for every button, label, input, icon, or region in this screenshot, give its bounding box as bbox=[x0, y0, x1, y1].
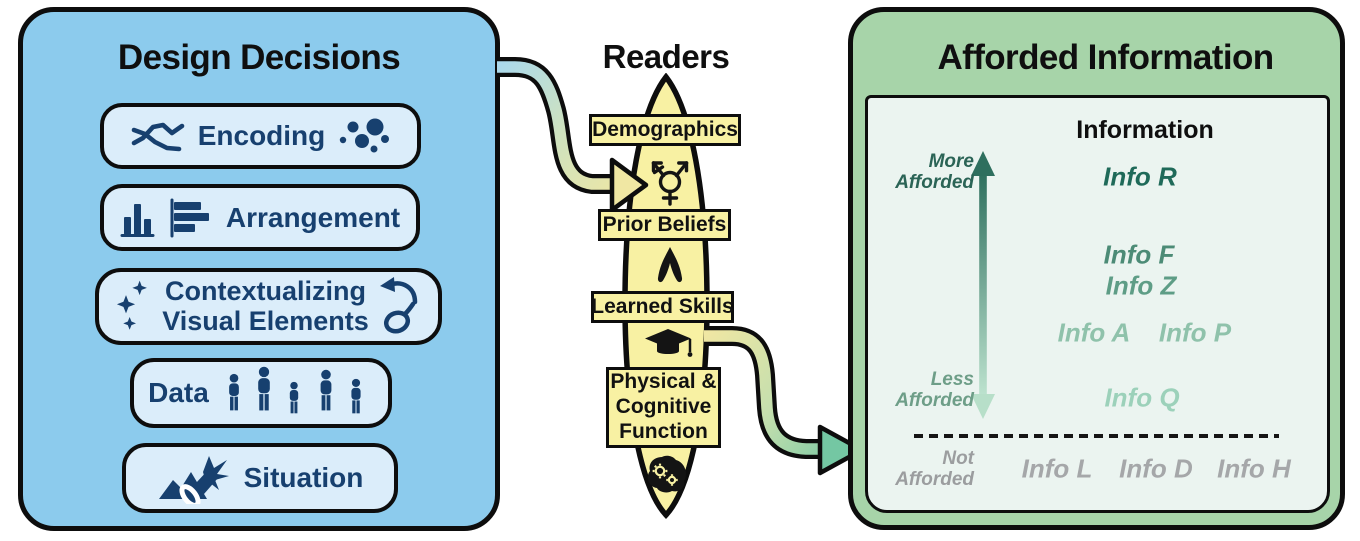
more-afforded-line1: More bbox=[928, 151, 974, 172]
transgender-symbol-icon bbox=[651, 161, 689, 206]
horizontal-bars-icon bbox=[170, 198, 209, 237]
affordance-axis-arrow bbox=[971, 151, 995, 419]
arrangement-label: Arrangement bbox=[225, 201, 401, 233]
prior-beliefs-tag: Prior Beliefs bbox=[598, 209, 731, 241]
readers-to-information-arrow bbox=[704, 326, 865, 476]
design-item-encoding: Encoding bbox=[100, 103, 421, 169]
info-item-f: Info F bbox=[1103, 239, 1175, 270]
physical-cognitive-line1: Physical & bbox=[610, 370, 717, 394]
info-item-a: Info A bbox=[1057, 317, 1131, 348]
vertical-bars-icon bbox=[120, 203, 155, 237]
physical-cognitive-line3: Function bbox=[619, 419, 708, 443]
not-afforded-label: Not Afforded bbox=[868, 448, 974, 491]
sparkle-stars-icon bbox=[117, 280, 148, 330]
information-title: Information bbox=[1076, 116, 1214, 144]
contextualizing-label: Contextualizing Visual Elements bbox=[162, 277, 369, 335]
design-decisions-title: Design Decisions bbox=[117, 38, 401, 77]
brain-gears-icon bbox=[647, 455, 687, 493]
graduation-cap-icon bbox=[645, 329, 693, 357]
information-affordance-chart: Information More Afforded Less Afforded bbox=[865, 95, 1330, 513]
learned-skills-tag: Learned Skills bbox=[591, 291, 734, 323]
less-afforded-label: Less Afforded bbox=[868, 369, 974, 412]
praying-hands-icon bbox=[657, 247, 683, 283]
physical-cognitive-tag: Physical & Cognitive Function bbox=[606, 367, 721, 448]
info-item-r: Info R bbox=[1103, 161, 1177, 192]
not-afforded-line1: Not bbox=[942, 448, 974, 469]
more-afforded-line2: Afforded bbox=[895, 171, 974, 193]
not-afforded-line2: Afforded bbox=[895, 468, 974, 490]
afforded-information-panel: Afforded Information Information More Af… bbox=[848, 7, 1345, 530]
info-item-z: Info Z bbox=[1105, 270, 1177, 301]
less-afforded-line2: Afforded bbox=[895, 389, 974, 411]
line-chart-icon bbox=[131, 122, 185, 152]
design-decisions-panel: Design Decisions Encoding bbox=[18, 7, 500, 531]
physical-cognitive-line2: Cognitive bbox=[615, 395, 712, 419]
scatter-dots-icon bbox=[340, 118, 390, 153]
people-figures-icon bbox=[228, 366, 361, 414]
encoding-label: Encoding bbox=[197, 120, 326, 151]
more-afforded-label: More Afforded bbox=[868, 151, 974, 194]
contextualizing-line2: Visual Elements bbox=[162, 305, 369, 336]
less-afforded-line1: Less bbox=[930, 369, 974, 390]
info-item-h: Info H bbox=[1217, 453, 1291, 484]
info-item-p: Info P bbox=[1158, 317, 1232, 348]
design-item-arrangement: Arrangement bbox=[100, 184, 420, 251]
info-item-d: Info D bbox=[1119, 453, 1193, 484]
affordance-threshold-line bbox=[914, 434, 1279, 438]
megaphone-mountains-icon bbox=[158, 456, 229, 504]
design-item-contextualizing: Contextualizing Visual Elements bbox=[95, 268, 442, 345]
situation-label: Situation bbox=[243, 462, 364, 493]
demographics-tag: Demographics bbox=[589, 114, 741, 146]
readers-title: Readers bbox=[602, 38, 730, 75]
data-label: Data bbox=[148, 377, 209, 408]
afforded-information-title: Afforded Information bbox=[937, 38, 1274, 77]
design-item-situation: Situation bbox=[122, 443, 398, 513]
info-item-q: Info Q bbox=[1104, 382, 1180, 413]
design-item-data: Data bbox=[130, 358, 392, 428]
annotation-lasso-icon bbox=[379, 276, 418, 334]
contextualizing-line1: Contextualizing bbox=[164, 276, 366, 307]
info-item-l: Info L bbox=[1021, 453, 1093, 484]
